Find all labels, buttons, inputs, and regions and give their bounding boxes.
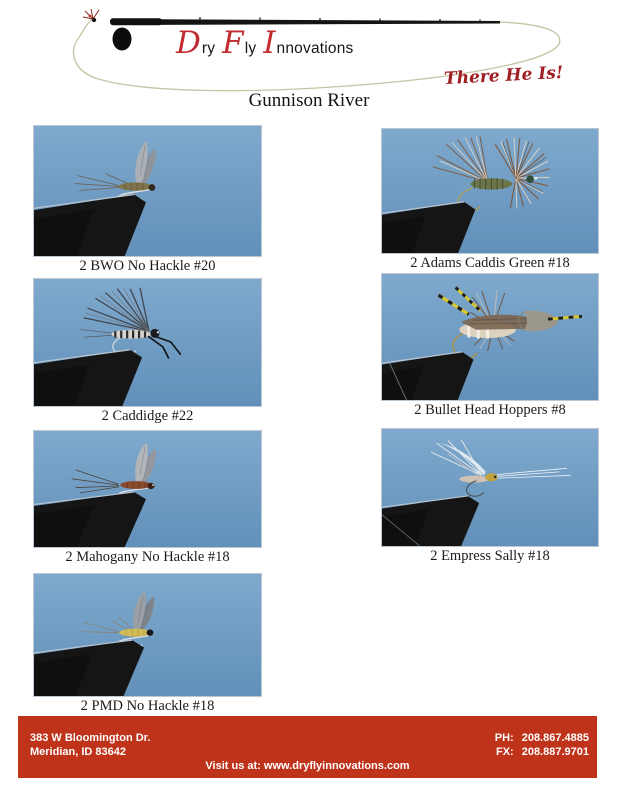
fly-caption: 2 Mahogany No Hackle #18 (65, 549, 230, 565)
caddidge-photo (33, 278, 262, 407)
fly-photo-bwo: 2 BWO No Hackle #20 (33, 125, 262, 274)
reel (112, 27, 132, 51)
fly-caption: 2 PMD No Hackle #18 (80, 698, 215, 714)
fly-photo-hopper: 2 Bullet Head Hoppers #8 (381, 273, 599, 418)
vise-jaw (34, 639, 145, 696)
rod-guides (199, 17, 481, 23)
vise-jaw (382, 495, 480, 546)
fly-caddidge (80, 287, 182, 359)
rod-handle (110, 18, 162, 26)
adams-photo (381, 128, 599, 254)
fly-adams (432, 136, 551, 213)
vise-jaw (382, 201, 476, 253)
footer: 383 W Bloomington Dr. Meridian, ID 83642… (18, 716, 597, 778)
hopper-photo (381, 273, 599, 401)
footer-website: Visit us at: www.dryflyinnovations.com (205, 759, 410, 772)
fly-hopper (437, 286, 583, 359)
footer-contact: PH: 208.867.4885 FX: 208.887.9701 (495, 732, 589, 759)
fly-mahogany (71, 442, 157, 506)
fly-photo-empress: 2 Empress Sally #18 (381, 428, 599, 564)
pmd-photo (33, 573, 262, 697)
vise-jaw (34, 491, 147, 547)
fishing-line (72, 18, 561, 92)
fly-caption: 2 Adams Caddis Green #18 (410, 255, 570, 271)
footer-fax: FX: 208.887.9701 (495, 745, 589, 758)
bwo-photo (33, 125, 262, 257)
fly-photo-mahogany: 2 Mahogany No Hackle #18 (33, 430, 262, 565)
footer-address-line2: Meridian, ID 83642 (30, 745, 126, 758)
fly-caption: 2 Caddidge #22 (101, 408, 194, 424)
vise-jaw (382, 351, 474, 400)
vise-jaw (34, 193, 147, 256)
footer-phone: PH: 208.867.4885 (494, 732, 589, 744)
fly-caption: 2 Empress Sally #18 (430, 548, 550, 564)
fly-caption: 2 Bullet Head Hoppers #8 (414, 402, 566, 418)
fly-photo-caddidge: 2 Caddidge #22 (33, 278, 262, 424)
fly-photo-adams: 2 Adams Caddis Green #18 (381, 128, 599, 271)
fly-caption: 2 BWO No Hackle #20 (79, 258, 216, 274)
empress-photo (381, 428, 599, 547)
rod (112, 19, 500, 25)
vise-jaw (34, 349, 143, 406)
fly-photo-pmd: 2 PMD No Hackle #18 (33, 573, 262, 714)
mahogany-photo (33, 430, 262, 548)
footer-address: 383 W Bloomington Dr. Meridian, ID 83642 (30, 732, 150, 759)
fly-empress (430, 439, 571, 497)
fly-lure-icon (82, 8, 100, 23)
fly-rod-logo-illustration (72, 8, 561, 92)
page-title: Gunnison River (248, 90, 370, 111)
footer-address-line1: 383 W Bloomington Dr. (30, 732, 151, 744)
